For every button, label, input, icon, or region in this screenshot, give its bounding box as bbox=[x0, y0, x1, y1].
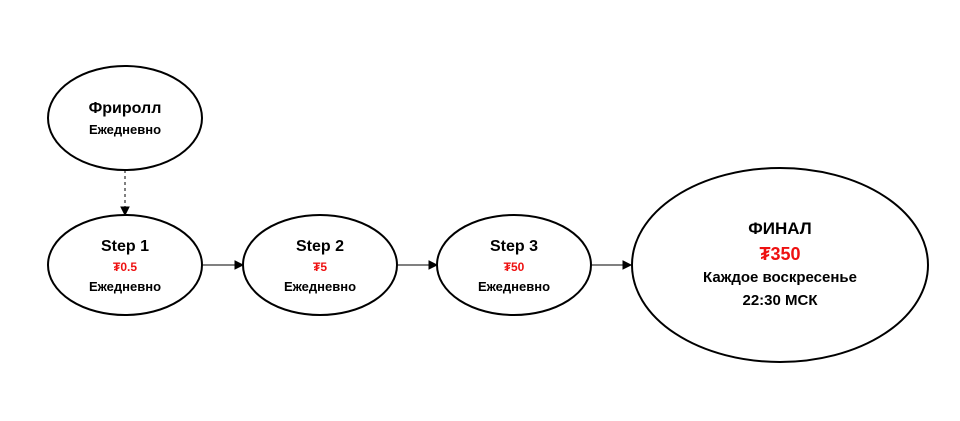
node-step3-schedule: Ежедневно bbox=[478, 279, 550, 294]
node-final-shape bbox=[631, 167, 929, 363]
node-step1-title: Step 1 bbox=[101, 238, 149, 255]
node-step3-title: Step 3 bbox=[490, 238, 538, 255]
node-step1-schedule: Ежедневно bbox=[89, 279, 161, 294]
node-freeroll: Фриролл Ежедневно bbox=[47, 65, 203, 171]
node-freeroll-schedule: Ежедневно bbox=[89, 122, 161, 137]
node-freeroll-shape bbox=[47, 65, 203, 171]
node-step2-shape bbox=[242, 214, 398, 316]
node-final-title: ФИНАЛ bbox=[748, 219, 811, 238]
node-final-prize: ₮350 bbox=[759, 244, 800, 264]
node-step1: Step 1 ₮0.5 Ежедневно bbox=[47, 214, 203, 316]
edges bbox=[120, 170, 633, 270]
node-step1-prize: ₮0.5 bbox=[113, 260, 137, 274]
node-step3: Step 3 ₮50 Ежедневно bbox=[436, 214, 592, 316]
node-freeroll-title: Фриролл bbox=[89, 100, 162, 117]
node-step2-title: Step 2 bbox=[296, 238, 344, 255]
arrowhead-step2-icon bbox=[234, 260, 245, 270]
node-step3-prize: ₮50 bbox=[504, 260, 525, 274]
node-final-time: 22:30 МСК bbox=[742, 292, 818, 309]
node-step1-shape bbox=[47, 214, 203, 316]
arrowhead-final-icon bbox=[622, 260, 633, 270]
arrowhead-step1-icon bbox=[120, 206, 130, 217]
arrowhead-step3-icon bbox=[428, 260, 439, 270]
node-final-schedule: Каждое воскресенье bbox=[703, 269, 857, 286]
node-final: ФИНАЛ ₮350 Каждое воскресенье 22:30 МСК bbox=[631, 167, 929, 363]
node-step2-schedule: Ежедневно bbox=[284, 279, 356, 294]
node-step2: Step 2 ₮5 Ежедневно bbox=[242, 214, 398, 316]
node-step2-prize: ₮5 bbox=[313, 260, 327, 274]
node-step3-shape bbox=[436, 214, 592, 316]
